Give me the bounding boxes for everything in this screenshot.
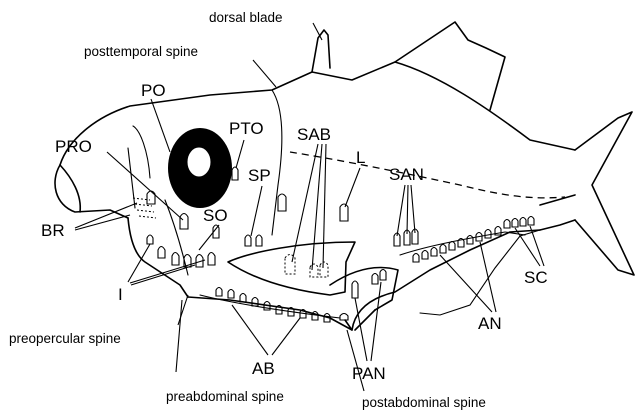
photophores-i bbox=[147, 235, 215, 267]
label-preopercular-spine: preopercular spine bbox=[9, 331, 121, 346]
label-br: BR bbox=[41, 221, 65, 240]
label-ab: AB bbox=[252, 359, 275, 378]
label-sab: SAB bbox=[297, 125, 331, 144]
photophore-pro bbox=[180, 214, 188, 230]
label-po: PO bbox=[141, 81, 166, 100]
photophores-so bbox=[213, 225, 262, 246]
label-preabdominal-spine: preabdominal spine bbox=[166, 389, 284, 404]
label-posttemporal-spine: posttemporal spine bbox=[84, 44, 198, 59]
label-sc: SC bbox=[524, 268, 548, 287]
label-so: SO bbox=[203, 206, 228, 225]
label-an: AN bbox=[478, 314, 502, 333]
internal-structure bbox=[128, 90, 565, 330]
photophores-br bbox=[133, 191, 156, 218]
label-l: L bbox=[356, 148, 365, 167]
photophores-sc bbox=[504, 217, 534, 229]
leader-lines bbox=[75, 23, 544, 391]
label-pan: PAN bbox=[352, 364, 386, 383]
label-sp: SP bbox=[248, 166, 271, 185]
label-dorsal-blade: dorsal blade bbox=[209, 10, 283, 25]
photophore-l bbox=[340, 204, 348, 221]
label-i: I bbox=[118, 285, 123, 304]
photophore-pto bbox=[232, 167, 238, 180]
label-san: SAN bbox=[389, 165, 424, 184]
label-pro: PRO bbox=[55, 137, 92, 156]
label-pto: PTO bbox=[229, 119, 264, 138]
label-postabdominal-spine: postabdominal spine bbox=[362, 395, 486, 410]
photophores-sab bbox=[285, 255, 328, 278]
photophore-sp bbox=[278, 194, 286, 211]
